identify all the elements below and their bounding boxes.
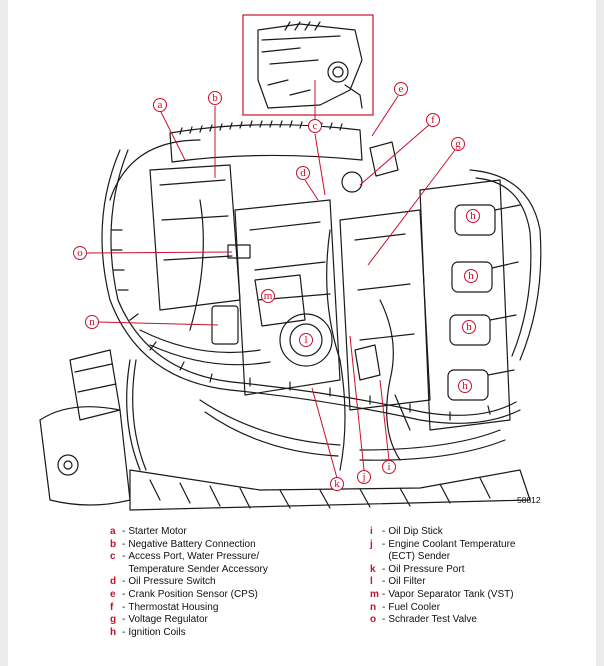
svg-text:h: h [466, 321, 472, 333]
legend-item-l: l-Oil Filter [370, 576, 426, 588]
legend-item-n: n-Fuel Cooler [370, 601, 441, 613]
callout-k: k [330, 477, 344, 491]
svg-text:a: a [158, 99, 163, 111]
legend-item-e: e-Crank Position Sensor (CPS) [110, 588, 258, 600]
inset-detail-artwork [257, 21, 363, 109]
callout-h-4: h [458, 379, 472, 393]
legend-item-a: a-Starter Motor [110, 526, 187, 537]
paper-sheet [8, 0, 596, 666]
callout-i: i [382, 460, 396, 474]
callout-a: a [153, 98, 167, 112]
callout-d: d [296, 166, 310, 180]
legend-item-d: d-Oil Pressure Switch [110, 576, 216, 588]
callout-n: n [85, 315, 99, 329]
legend-item-k: k-Oil Pressure Port [370, 563, 465, 575]
legend-item-i: i-Oil Dip Stick [370, 526, 443, 537]
svg-text:b: b [212, 92, 218, 104]
svg-text:h: h [462, 380, 468, 392]
legend-item-o: o-Schrader Test Valve [370, 614, 477, 626]
legend-item-g: g-Voltage Regulator [110, 614, 208, 626]
legend-item-b: b-Negative Battery Connection [110, 538, 256, 550]
callout-g: g [451, 137, 465, 151]
legend-left: a-Starter Motor b-Negative Battery Conne… [110, 526, 350, 639]
legend-item-f: f-Thermostat Housing [110, 601, 219, 613]
callout-l: l [299, 333, 313, 347]
legend-item-c: c-Access Port, Water Pressure/ Temperatu… [110, 551, 268, 575]
svg-text:n: n [89, 316, 95, 328]
callout-h-1: h [466, 209, 480, 223]
svg-text:l: l [304, 334, 307, 346]
svg-text:j: j [361, 471, 365, 483]
inset-frame [242, 14, 374, 116]
callout-e: e [394, 82, 408, 96]
svg-text:f: f [431, 114, 435, 126]
callout-b: b [208, 91, 222, 105]
legend-right: i-Oil Dip Stick j-Engine Coolant Tempera… [370, 526, 570, 627]
callout-h-3: h [462, 320, 476, 334]
callout-c: c [308, 119, 322, 133]
svg-text:i: i [387, 461, 390, 473]
figure-number: 58812 [517, 495, 541, 505]
callout-h-2: h [464, 269, 478, 283]
legend-item-h: h-Ignition Coils [110, 626, 186, 638]
svg-text:m: m [264, 290, 273, 302]
callout-f: f [426, 113, 440, 127]
svg-text:k: k [334, 478, 340, 490]
svg-text:d: d [300, 167, 306, 179]
svg-text:h: h [470, 210, 476, 222]
svg-text:o: o [77, 247, 83, 259]
svg-text:e: e [399, 83, 404, 95]
leader-lines [86, 80, 456, 479]
callout-o: o [73, 246, 87, 260]
engine-line-art [39, 120, 542, 511]
callout-m: m [261, 289, 275, 303]
legend-item-m: m-Vapor Separator Tank (VST) [370, 588, 514, 600]
callout-j: j [357, 470, 371, 484]
svg-text:g: g [455, 138, 461, 150]
svg-text:c: c [313, 120, 318, 132]
legend-item-j: j-Engine Coolant Temperature (ECT) Sende… [370, 538, 516, 563]
svg-text:h: h [468, 270, 474, 282]
